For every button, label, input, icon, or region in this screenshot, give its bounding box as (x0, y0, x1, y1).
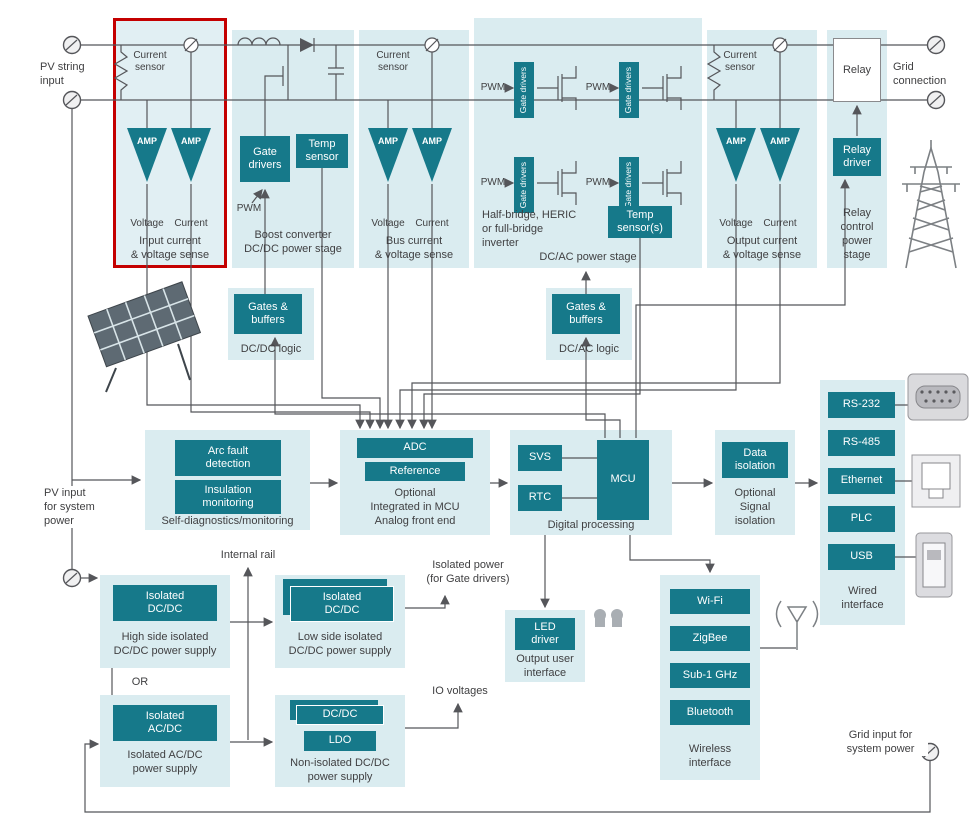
ldo-box: LDO (304, 731, 376, 751)
input-current-label: Current (174, 218, 208, 229)
output-voltage-label: Voltage (719, 218, 753, 229)
plc-box: PLC (828, 506, 895, 532)
sub1ghz-box: Sub-1 GHz (670, 663, 750, 688)
bus-sense-caption: Bus current& voltage sense (374, 235, 454, 261)
ethernet-jack-icon (911, 454, 961, 508)
adc-box: ADC (357, 438, 473, 458)
inverter-gate-driver-box: Gate drivers (514, 62, 534, 118)
zigbee-box: ZigBee (670, 626, 750, 651)
input-voltage-label: Voltage (130, 218, 164, 229)
led-indicator-icons (594, 609, 623, 627)
or-label: OR (122, 675, 158, 689)
dcdc-gates-buffers-box: Gates &buffers (234, 294, 302, 334)
internal-rail-label: Internal rail (203, 548, 293, 562)
rtc-box: RTC (518, 485, 562, 511)
inverter-pwm-label: PWM (585, 82, 611, 93)
relay-box: Relay (833, 38, 881, 102)
usb-box: USB (828, 544, 895, 570)
boost-pwm-label: PWM (236, 203, 262, 214)
rs485-box: RS-485 (828, 430, 895, 456)
diagnostics-caption: Self-diagnostics/monitoring (161, 515, 294, 527)
usb-connector-icon (915, 532, 953, 598)
inverter-pwm-label: PWM (585, 177, 611, 188)
output-current-label: Current (763, 218, 797, 229)
digital-caption: Digital processing (547, 519, 635, 531)
antenna-icon (775, 600, 819, 650)
svs-box: SVS (518, 445, 562, 471)
mcu-box: MCU (597, 440, 649, 520)
dcac-logic-caption: DC/AC logic (559, 343, 619, 355)
dcac-gates-buffers-box: Gates &buffers (552, 294, 620, 334)
inverter-gate-driver-box: Gate drivers (619, 62, 639, 118)
io-voltages-label: IO voltages (418, 684, 502, 698)
reference-box: Reference (365, 462, 465, 481)
transmission-tower-icon (902, 140, 960, 269)
inverter-gate-driver-box: Gate drivers (619, 157, 639, 213)
inverter-pwm-label: PWM (480, 177, 506, 188)
wifi-box: Wi-Fi (670, 589, 750, 614)
isolated-power-label: Isolated power(for Gate drivers) (407, 558, 529, 586)
inverter-caption: DC/AC power stage (539, 251, 637, 263)
inverter-gate-driver-box: Gate drivers (514, 157, 534, 213)
output-sense-caption: Output current& voltage sense (722, 235, 802, 261)
bluetooth-box: Bluetooth (670, 700, 750, 725)
dcdc-box: DC/DC (296, 705, 384, 725)
bus-current-label: Current (415, 218, 449, 229)
rs232-box: RS-232 (828, 392, 895, 418)
bus-voltage-label: Voltage (371, 218, 405, 229)
input-sense-caption: Input current& voltage sense (130, 235, 210, 261)
solar-panel-icon (87, 281, 202, 393)
ethernet-box: Ethernet (828, 468, 895, 494)
inverter-pwm-label: PWM (480, 82, 506, 93)
rs232-connector-icon (907, 373, 969, 421)
dcdc-logic-caption: DC/DC logic (240, 343, 302, 355)
